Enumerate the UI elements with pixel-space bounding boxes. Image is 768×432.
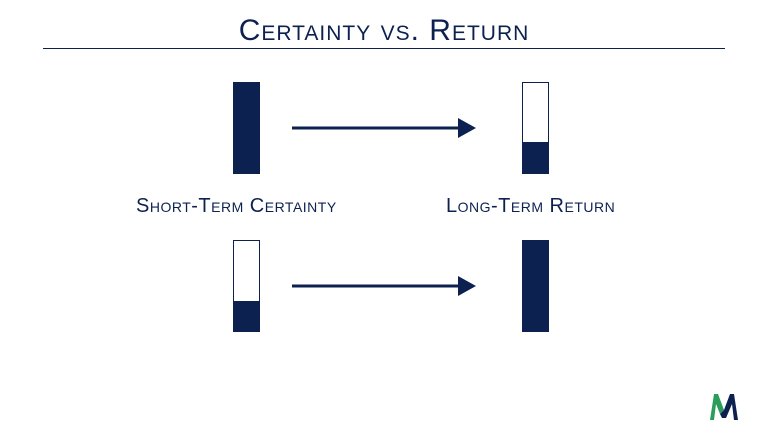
row-2-end-bar (522, 240, 549, 332)
right-arrow-icon (292, 118, 476, 138)
row-1-start-fill (234, 83, 259, 173)
m-logo-icon (710, 394, 738, 420)
diagram-title: Certainty vs. Return (238, 14, 530, 47)
row-1-end-fill (523, 141, 548, 173)
row-1-start-bar (233, 82, 260, 174)
title-divider (43, 48, 725, 49)
row-2-start-fill (234, 301, 259, 331)
label-long-term-return: Long-Term Return (446, 195, 616, 217)
row-2-end-fill (523, 241, 548, 331)
row-2-start-bar (233, 240, 260, 332)
label-short-term-certainty: Short-Term Certainty (136, 195, 337, 217)
row-1-end-bar (522, 82, 549, 174)
right-arrow-icon (292, 276, 476, 296)
